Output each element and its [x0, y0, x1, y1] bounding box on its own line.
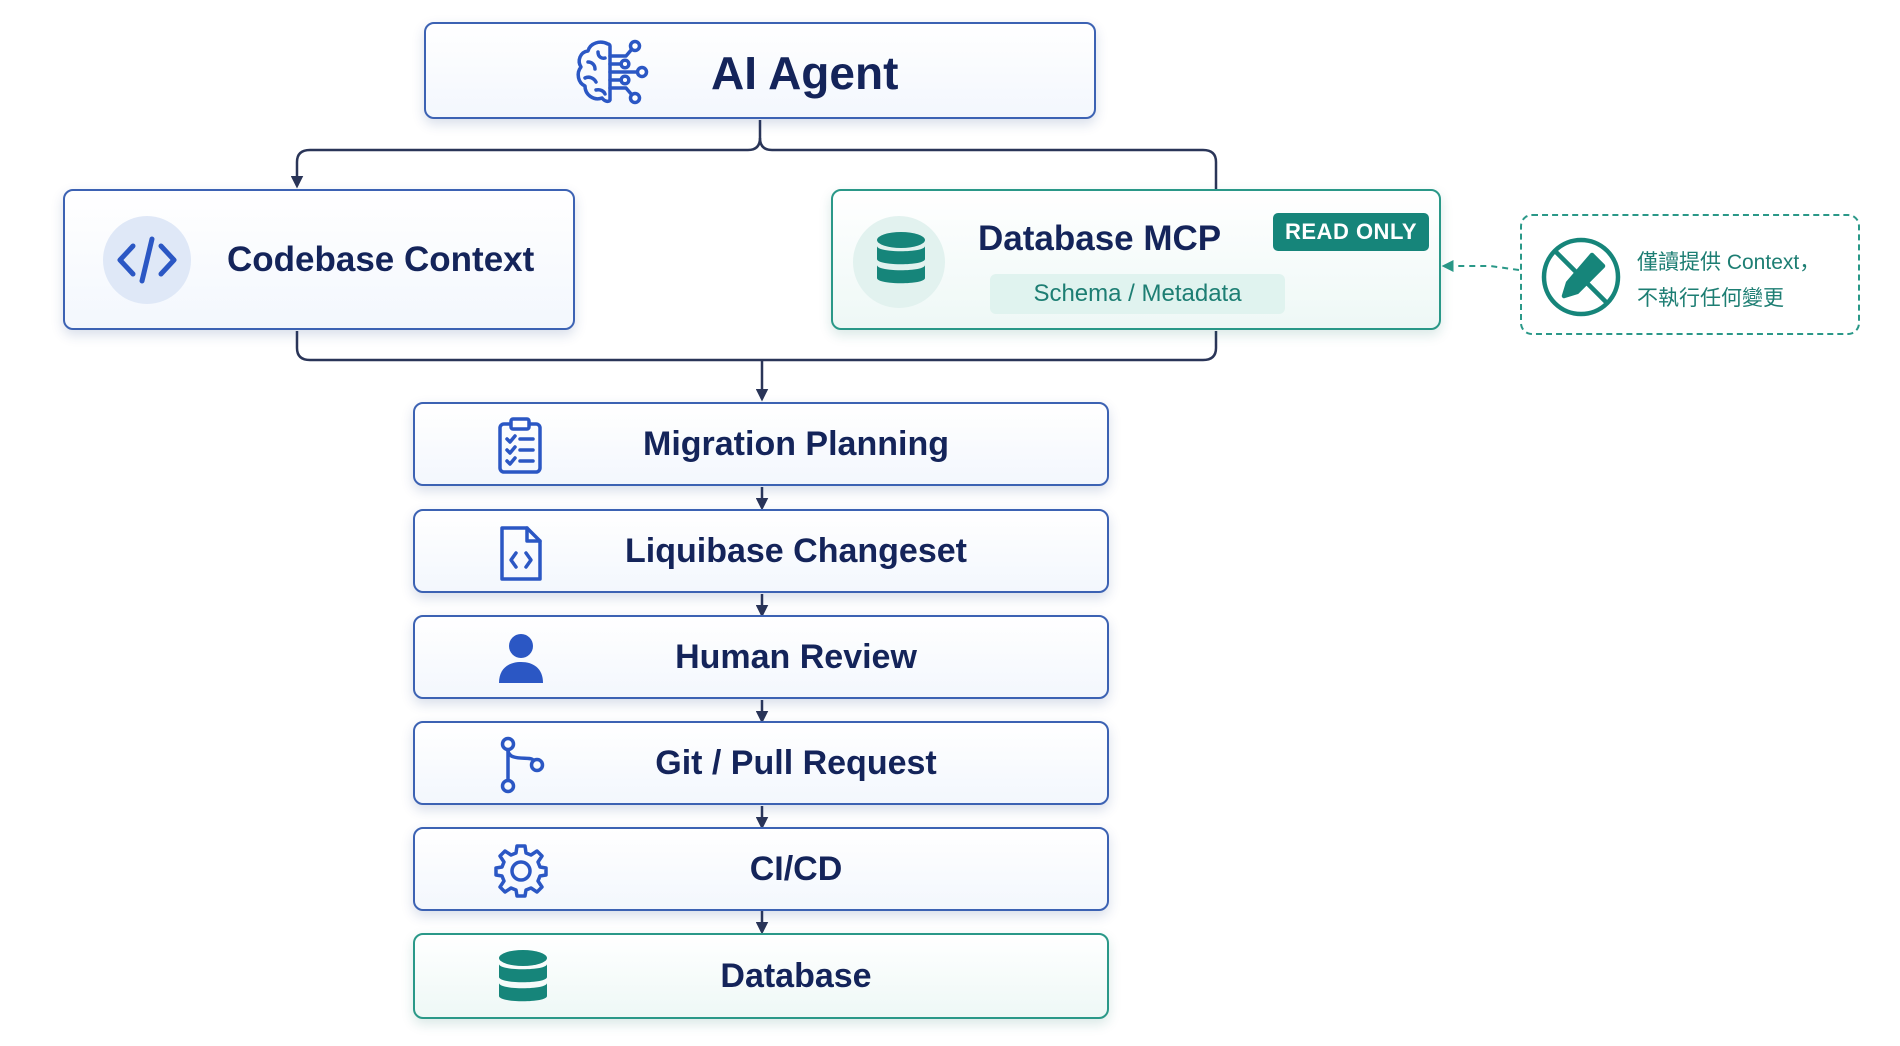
agent-title: AI Agent	[711, 47, 899, 99]
step-label: Migration Planning	[643, 424, 949, 463]
code-file-icon	[500, 526, 542, 581]
codebase-title: Codebase Context	[227, 240, 535, 279]
step-human-review: Human Review	[413, 615, 1109, 699]
step-liquibase-changeset: Liquibase Changeset	[413, 509, 1109, 593]
clipboard-checklist-icon	[498, 417, 542, 474]
agent-split-connector	[290, 120, 762, 189]
database-icon	[877, 232, 925, 284]
step-label: Git / Pull Request	[655, 743, 937, 782]
ai-agent-box: AI Agent	[424, 22, 1096, 119]
note-pointer-arrow	[1441, 260, 1520, 272]
step-label: Database	[720, 956, 872, 995]
step-label: CI/CD	[749, 849, 843, 888]
schema-metadata-chip: Schema / Metadata	[990, 274, 1285, 314]
note-line-1: 僅讀提供 Context，	[1637, 251, 1821, 274]
step-label: Human Review	[675, 637, 917, 676]
code-brackets-icon	[117, 236, 177, 284]
note-line-2: 不執行任何變更	[1637, 287, 1784, 310]
no-edit-icon	[1541, 237, 1621, 317]
read-only-badge: READ ONLY	[1273, 213, 1430, 251]
codebase-context-box: Codebase Context	[63, 189, 575, 330]
person-icon	[499, 634, 543, 683]
merge-connector	[295, 331, 1218, 362]
step-git-pull-request: Git / Pull Request	[413, 721, 1109, 805]
agent-to-dbmcp-connector	[758, 137, 1218, 189]
git-branch-icon	[500, 736, 545, 794]
database-mcp-title: Database MCP	[978, 219, 1222, 258]
step-ci-cd: CI/CD	[413, 827, 1109, 911]
database-mcp-box: Database MCP READ ONLY Schema / Metadata	[831, 189, 1441, 330]
step-database: Database	[413, 933, 1109, 1019]
step-label: Liquibase Changeset	[625, 531, 967, 570]
step-migration-planning: Migration Planning	[413, 402, 1109, 486]
gear-icon	[494, 844, 548, 898]
brain-circuit-icon	[576, 39, 649, 105]
database-icon	[499, 950, 547, 1002]
read-only-note: 僅讀提供 Context， 不執行任何變更	[1520, 214, 1860, 335]
